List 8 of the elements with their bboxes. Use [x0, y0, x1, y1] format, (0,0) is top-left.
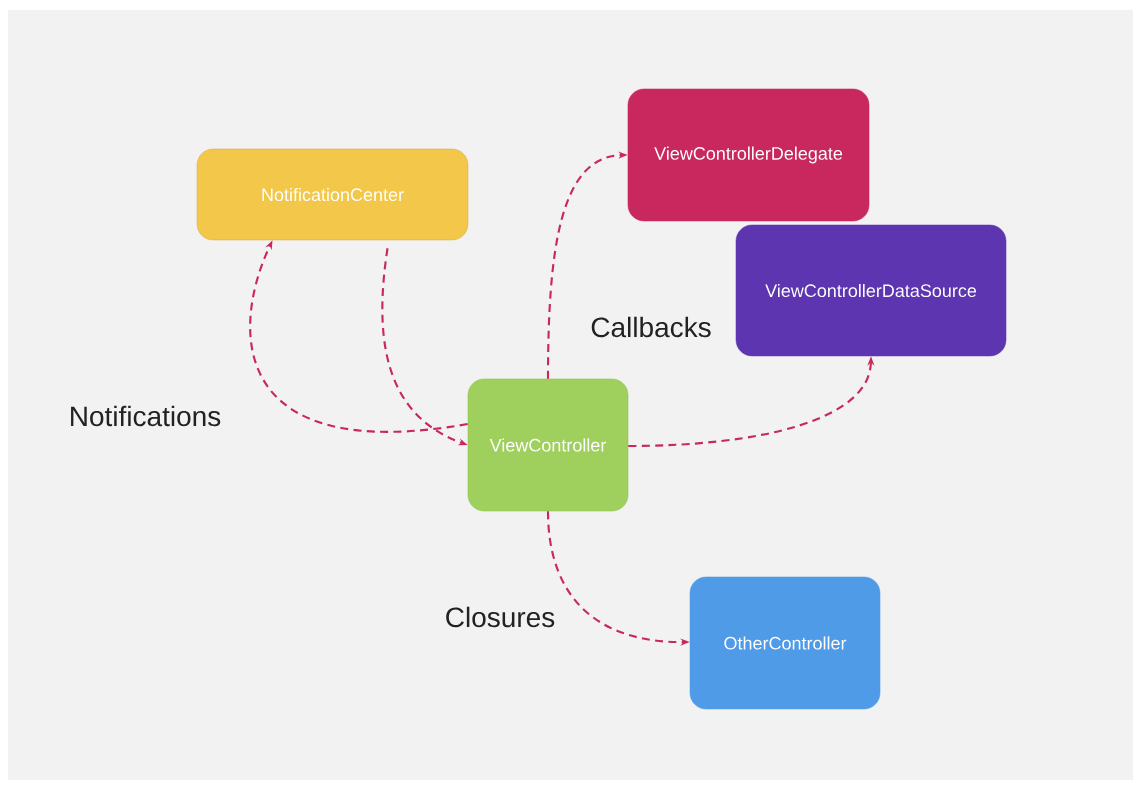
process-box: ViewControllerDataSource	[735, 224, 1007, 357]
process-box: OtherController	[689, 576, 881, 710]
process-box: ViewControllerDelegate	[627, 88, 870, 222]
section-label: Callbacks	[591, 316, 711, 338]
process-box: NotificationCenter	[196, 148, 469, 241]
process-box: ViewController	[467, 378, 629, 512]
section-label: Notifications	[71, 405, 221, 427]
section-label: Closures	[446, 606, 555, 628]
